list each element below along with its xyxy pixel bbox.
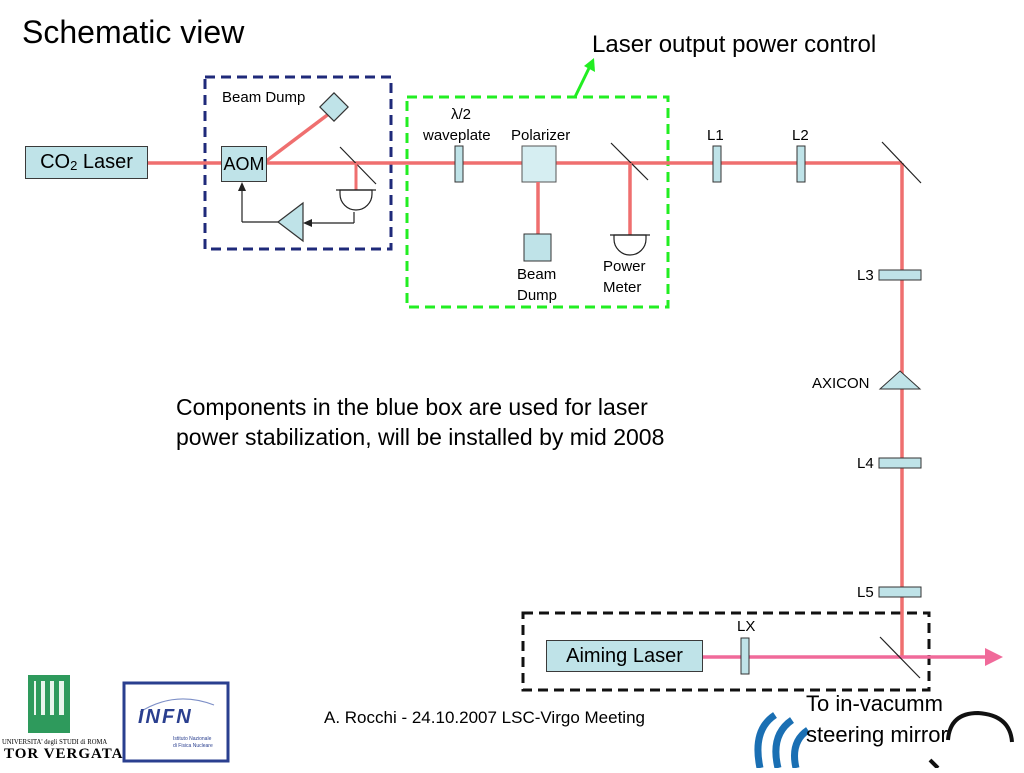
beam-dump-bottom bbox=[523, 233, 552, 262]
infn-text: INFN bbox=[138, 706, 193, 728]
green-power-control-box bbox=[405, 95, 670, 309]
beam-dump-bottom-label-1: Beam bbox=[517, 266, 557, 283]
co2-laser-main: CO bbox=[40, 151, 71, 173]
waveplate-label: waveplate bbox=[423, 127, 491, 144]
lens-l3 bbox=[878, 269, 922, 281]
half-waveplate bbox=[454, 145, 464, 183]
pickoff-mirror bbox=[339, 146, 377, 185]
photodiode bbox=[339, 189, 373, 211]
lens-lx bbox=[740, 637, 750, 675]
lens-lx-label: LX bbox=[737, 618, 756, 635]
lens-l1 bbox=[712, 145, 722, 183]
lens-l2 bbox=[796, 145, 806, 183]
axicon bbox=[878, 370, 922, 390]
beam-dump-top bbox=[319, 92, 349, 122]
co2-laser-tail: Laser bbox=[77, 151, 133, 173]
tor-vergata-text-1: UNIVERSITA' degli STUDI di ROMA bbox=[2, 738, 108, 746]
to-vacuum-label-2: steering mirror bbox=[806, 722, 948, 747]
feedback-arrow-1 bbox=[303, 219, 312, 227]
virgo-logo bbox=[754, 710, 1014, 770]
laser-output-power-control-label: Laser output power control bbox=[592, 31, 877, 58]
polarizer bbox=[521, 145, 557, 183]
aom-deflected-beam bbox=[263, 111, 332, 164]
amplifier bbox=[277, 201, 304, 243]
infn-logo-swoosh bbox=[139, 698, 215, 713]
infn-subtext-1: Istituto Nazionale bbox=[173, 736, 212, 742]
aiming-laser-box-label: Aiming Laser bbox=[546, 640, 703, 672]
slide-footer: A. Rocchi - 24.10.2007 LSC-Virgo Meeting bbox=[324, 708, 645, 727]
combining-mirror bbox=[879, 636, 921, 679]
power-meter bbox=[613, 234, 647, 256]
output-arrow-head bbox=[985, 648, 1003, 666]
infn-logo-frame bbox=[122, 681, 230, 763]
beam-dump-bottom-label-2: Dump bbox=[517, 287, 558, 304]
lens-l2-label: L2 bbox=[792, 127, 809, 144]
tor-vergata-logo bbox=[28, 675, 70, 733]
polarizer-label: Polarizer bbox=[511, 127, 571, 144]
lens-l3-label: L3 bbox=[857, 267, 874, 284]
beam-dump-top-label: Beam Dump bbox=[222, 89, 306, 106]
co2-laser-sub: 2 bbox=[70, 158, 78, 173]
aom-box: AOM bbox=[221, 146, 267, 182]
green-pointer-head bbox=[584, 58, 595, 72]
power-meter-label-1: Power bbox=[603, 258, 646, 275]
lens-l1-label: L1 bbox=[707, 127, 724, 144]
folding-mirror bbox=[881, 141, 922, 184]
lens-l4-label: L4 bbox=[857, 455, 874, 472]
infn-subtext-2: di Fisica Nucleare bbox=[173, 743, 213, 749]
power-meter-mirror bbox=[610, 142, 649, 181]
to-vacuum-label-1: To in-vacumm bbox=[806, 691, 943, 716]
lens-l4 bbox=[878, 457, 922, 469]
feedback-arrow-2 bbox=[238, 182, 246, 191]
tor-vergata-text-2: TOR VERGATA bbox=[4, 746, 124, 762]
note-line-2: power stabilization, will be installed b… bbox=[176, 424, 665, 450]
lambda-half-label: λ/2 bbox=[451, 106, 472, 123]
lens-l5-label: L5 bbox=[857, 584, 874, 601]
axicon-label: AXICON bbox=[812, 375, 870, 392]
power-meter-label-2: Meter bbox=[603, 279, 642, 296]
slide-title: Schematic view bbox=[22, 14, 245, 50]
note-line-1: Components in the blue box are used for … bbox=[176, 394, 648, 420]
lens-l5 bbox=[878, 586, 922, 598]
